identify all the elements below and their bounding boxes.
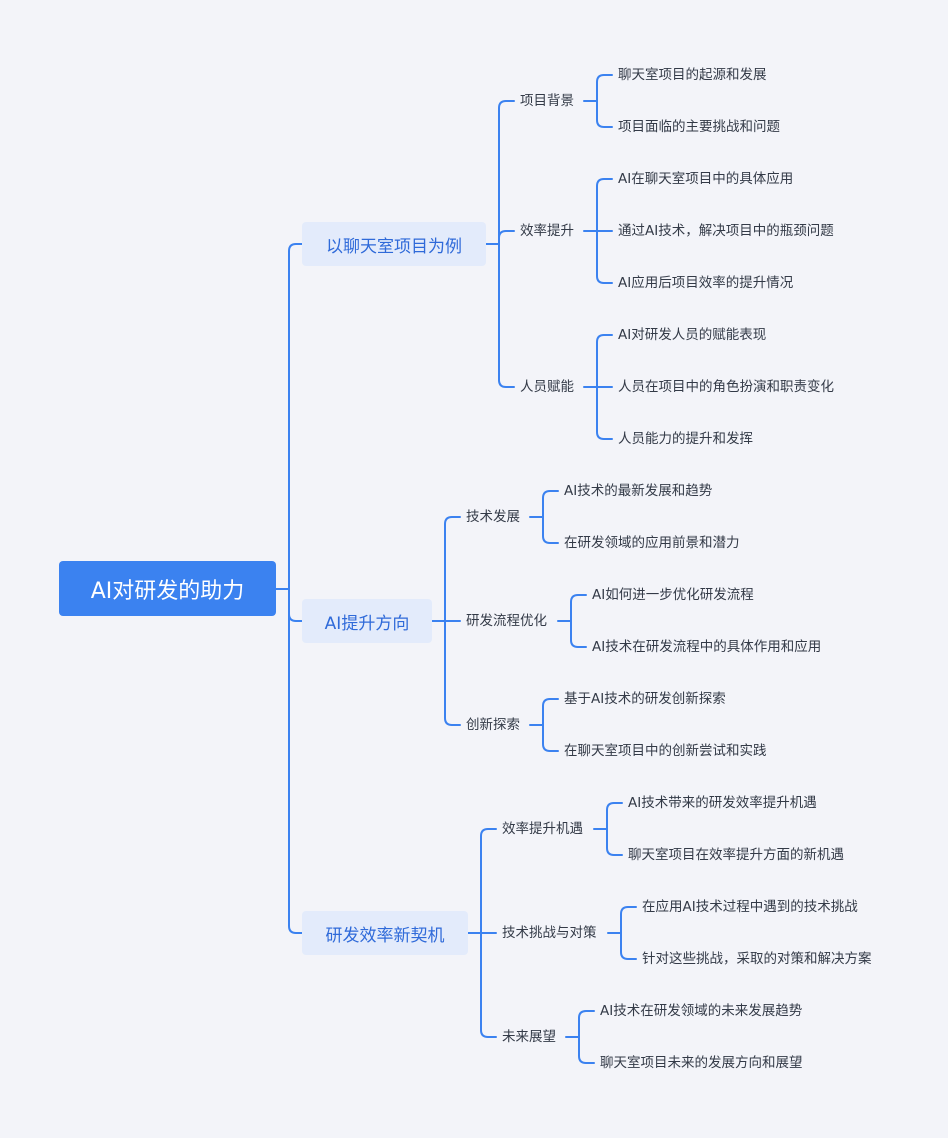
sub-node-challenges[interactable]: 技术挑战与对策 (502, 925, 597, 941)
leaf-node[interactable]: 在聊天室项目中的创新尝试和实践 (564, 743, 767, 759)
sub-connector-link (570, 594, 587, 622)
sub-connector-link (596, 230, 613, 284)
branch2-connector-link (444, 620, 461, 726)
sub-connector-link (542, 724, 559, 752)
leaf-node[interactable]: AI技术在研发流程中的具体作用和应用 (592, 639, 822, 655)
sub-connector-link (596, 386, 613, 440)
sub-connector-link (620, 906, 637, 934)
sub-connector-link (542, 516, 559, 544)
sub-connector-link (596, 334, 613, 388)
leaf-node[interactable]: AI应用后项目效率的提升情况 (618, 275, 794, 291)
sub-node-innovation[interactable]: 创新探索 (466, 717, 520, 733)
sub-node-background[interactable]: 项目背景 (520, 93, 574, 109)
leaf-node[interactable]: AI技术的最新发展和趋势 (564, 483, 713, 499)
sub-connector-link (542, 698, 559, 726)
sub-connector-link (606, 828, 623, 856)
sub-connector-link (578, 1010, 595, 1038)
sub-node-efficiency[interactable]: 效率提升 (520, 223, 574, 239)
root-connector-link (288, 588, 303, 934)
sub-connector-link (570, 620, 587, 648)
sub-connector-link (620, 932, 637, 960)
sub-connector-link (606, 802, 623, 830)
sub-node-opportunity[interactable]: 效率提升机遇 (502, 821, 583, 837)
branch-node-new-opportunity[interactable]: 研发效率新契机 (302, 911, 468, 955)
branch2-connector-link (444, 516, 461, 622)
leaf-node[interactable]: AI在聊天室项目中的具体应用 (618, 171, 794, 187)
sub-connector-link (596, 178, 613, 232)
branch3-connector-link (480, 932, 497, 1038)
leaf-node[interactable]: 人员能力的提升和发挥 (618, 431, 753, 447)
sub-connector-link (578, 1036, 595, 1064)
root-connector-link (288, 243, 303, 590)
leaf-node[interactable]: AI技术在研发领域的未来发展趋势 (600, 1003, 803, 1019)
leaf-node[interactable]: 基于AI技术的研发创新探索 (564, 691, 726, 707)
branch-node-project-example[interactable]: 以聊天室项目为例 (302, 222, 486, 266)
leaf-node[interactable]: 项目面临的主要挑战和问题 (618, 119, 780, 135)
sub-connector-link (542, 490, 559, 518)
branch1-connector-link (498, 243, 515, 388)
branch3-connector-link (480, 828, 497, 934)
branch1-connector-link (498, 230, 515, 245)
leaf-node[interactable]: AI技术带来的研发效率提升机遇 (628, 795, 817, 811)
leaf-node[interactable]: 聊天室项目在效率提升方面的新机遇 (628, 847, 844, 863)
root-connector-link (288, 588, 303, 622)
leaf-node[interactable]: 人员在项目中的角色扮演和职责变化 (618, 379, 834, 395)
branch1-connector-link (498, 100, 515, 245)
leaf-node[interactable]: 通过AI技术，解决项目中的瓶颈问题 (618, 223, 834, 239)
sub-node-process-optimization[interactable]: 研发流程优化 (466, 613, 547, 629)
sub-connector-link (596, 100, 613, 128)
leaf-node[interactable]: AI如何进一步优化研发流程 (592, 587, 754, 603)
leaf-node[interactable]: 在研发领域的应用前景和潜力 (564, 535, 740, 551)
leaf-node[interactable]: AI对研发人员的赋能表现 (618, 327, 767, 343)
leaf-node[interactable]: 聊天室项目的起源和发展 (618, 67, 767, 83)
sub-node-empowerment[interactable]: 人员赋能 (520, 379, 574, 395)
leaf-node[interactable]: 在应用AI技术过程中遇到的技术挑战 (642, 899, 858, 915)
root-node[interactable]: AI对研发的助力 (59, 561, 276, 616)
sub-node-tech-development[interactable]: 技术发展 (466, 509, 520, 525)
branch-node-ai-direction[interactable]: AI提升方向 (302, 599, 432, 643)
leaf-node[interactable]: 针对这些挑战，采取的对策和解决方案 (642, 951, 872, 967)
leaf-node[interactable]: 聊天室项目未来的发展方向和展望 (600, 1055, 803, 1071)
sub-connector-link (596, 74, 613, 102)
sub-node-outlook[interactable]: 未来展望 (502, 1029, 556, 1045)
